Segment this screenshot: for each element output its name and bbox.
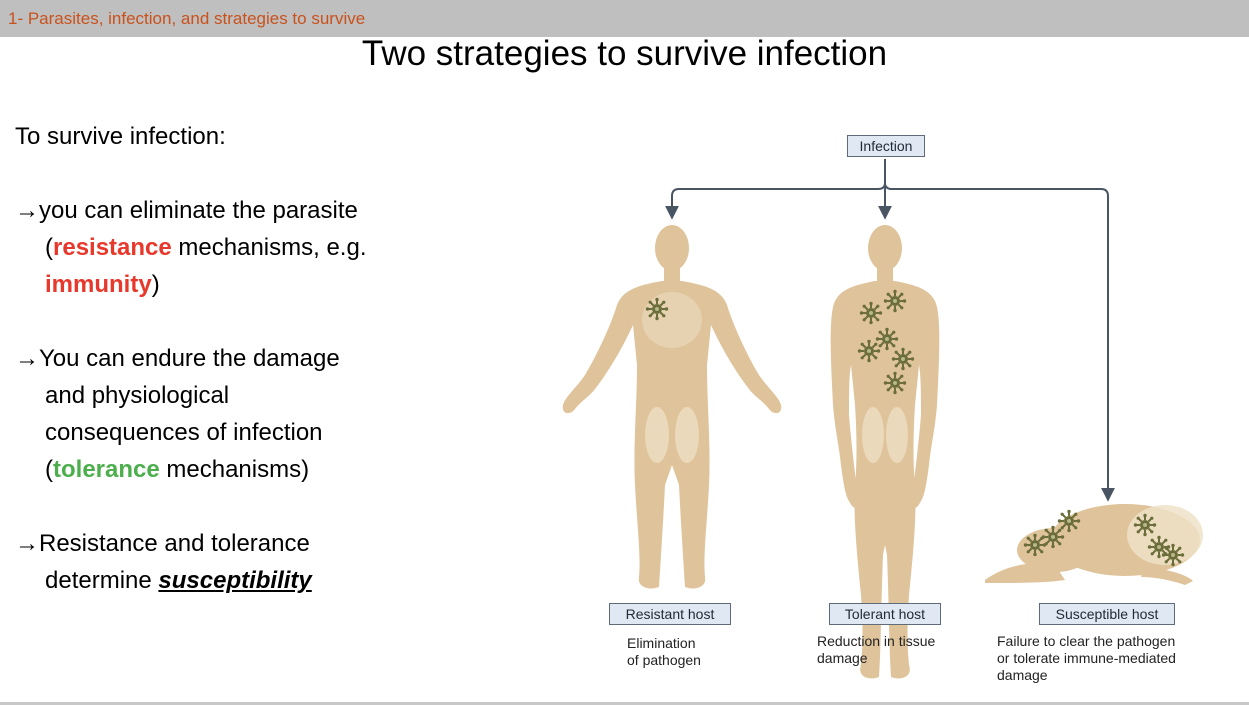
bullet-resistance-line2: (resistance mechanisms, e.g. [45,234,367,261]
bullet-resistance-line3: immunity) [45,271,160,298]
section-header-bar: 1- Parasites, infection, and strategies … [0,0,1249,37]
bullet-susceptibility: →Resistance and tolerance [15,530,310,557]
arrow-icon: → [15,345,39,372]
tolerant-host-caption: Reduction in tissue damage [817,633,936,666]
immunity-term: immunity [45,271,152,298]
resistant-host-label: Resistant host [609,603,731,625]
bullet-list: To survive infection: →you can eliminate… [15,118,475,599]
bullet-tolerance-line4: (tolerance mechanisms) [45,456,310,483]
section-header-text: 1- Parasites, infection, and strategies … [8,9,366,28]
slide-bottom-border [0,702,1249,705]
bullet-tolerance-line2: and physiological [45,382,230,409]
bullet-tolerance: →You can endure the damage [15,345,340,372]
susceptible-host-label: Susceptible host [1039,603,1175,625]
infection-label-box: Infection [847,135,925,157]
susceptibility-term: susceptibility [158,567,312,594]
intro-line: To survive infection: [15,123,226,150]
slide-title: Two strategies to survive infection [361,34,888,73]
bullet-susceptibility-line2: determine susceptibility [45,567,312,594]
tolerance-term: tolerance [53,456,160,483]
tolerant-host-label: Tolerant host [829,603,941,625]
arrow-icon: → [15,197,39,224]
susceptible-host-caption: Failure to clear the pathogen or tolerat… [997,633,1176,683]
arrow-icon: → [15,530,39,557]
resistant-host-caption: Elimination of pathogen [627,635,701,668]
pathogen-icon [644,296,670,322]
bullet-tolerance-line3: consequences of infection [45,419,323,446]
infection-strategies-figure: Infection Resistant host Tolerant host S… [545,125,1245,700]
resistance-term: resistance [53,234,172,261]
bullet-resistance: →you can eliminate the parasite [15,197,358,224]
resistant-host-body [562,225,782,589]
figure-illustration [562,159,1203,679]
